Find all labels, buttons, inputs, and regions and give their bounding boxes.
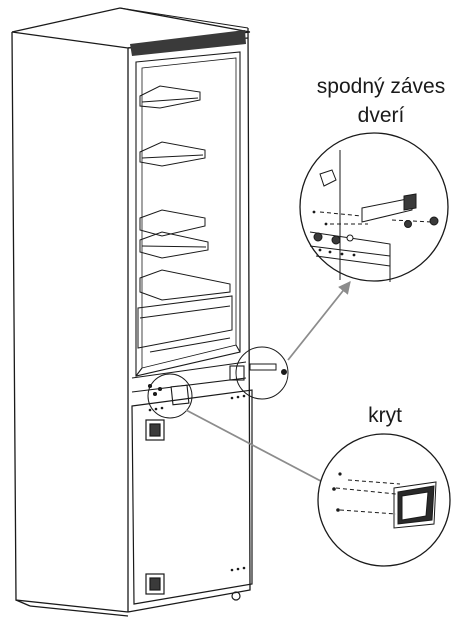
hinge-leader-line <box>287 281 351 361</box>
crisper-drawer <box>137 295 233 353</box>
freezer-door <box>131 389 253 605</box>
top-frame <box>130 30 246 56</box>
hinge-callout-line1: spodný záves <box>316 75 446 98</box>
hinge-small <box>249 363 287 375</box>
hinge-callout-line2: dverí <box>357 104 405 127</box>
door-holes <box>148 394 246 572</box>
cover-detail <box>317 433 451 567</box>
cover-callout-label: kryt <box>368 404 402 427</box>
cover-leader-line <box>185 409 336 489</box>
fridge-compartment <box>135 51 241 377</box>
hinge-detail <box>299 132 449 282</box>
hinge-marker-circle <box>235 346 289 400</box>
shelves <box>139 85 231 301</box>
cabinet <box>11 7 251 617</box>
hinge-callout-label: spodný záves dverí <box>296 72 461 130</box>
cover-marker-circle <box>147 373 193 419</box>
